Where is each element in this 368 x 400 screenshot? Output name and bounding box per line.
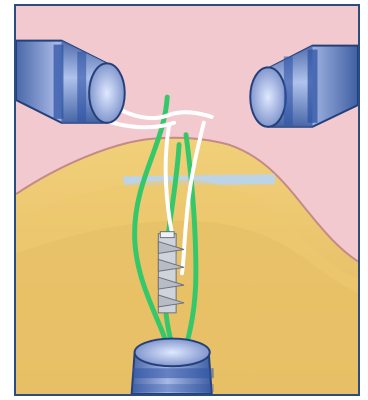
illustration-frame (14, 4, 360, 396)
bottom-cannula (132, 339, 214, 394)
arthroscopic-suture-anchor-illustration (16, 6, 358, 394)
